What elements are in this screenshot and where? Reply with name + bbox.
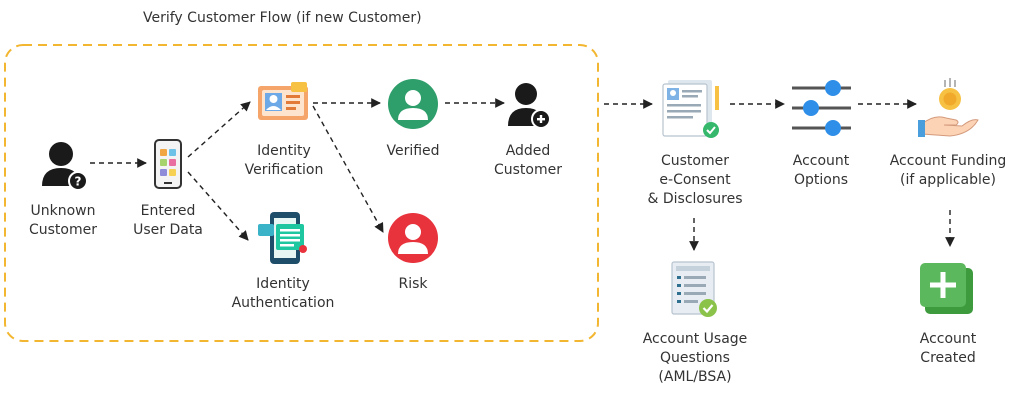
plus-square-icon bbox=[920, 263, 973, 314]
document-check-icon bbox=[662, 80, 719, 138]
label-line: Authentication bbox=[231, 295, 335, 311]
label-line: Added bbox=[505, 143, 551, 159]
node-label-account-created: Account Created bbox=[920, 330, 977, 368]
node-label-risk: Risk bbox=[398, 275, 427, 294]
node-label-account-usage: Account Usage Questions (AML/BSA) bbox=[643, 330, 748, 387]
phone-apps-icon bbox=[154, 139, 182, 189]
label-line: Identity bbox=[257, 143, 311, 159]
group-title: Verify Customer Flow (if new Customer) bbox=[143, 10, 422, 26]
sliders-icon bbox=[792, 80, 851, 136]
id-card-icon bbox=[258, 82, 308, 120]
label-line: Customer bbox=[28, 222, 98, 238]
label-line: Account Usage bbox=[642, 331, 748, 347]
node-label-account-funding: Account Funding (if applicable) bbox=[890, 152, 1007, 190]
node-label-account-options: Account Options bbox=[793, 152, 850, 190]
user-red-icon bbox=[388, 213, 438, 263]
node-label-verified: Verified bbox=[386, 142, 439, 161]
user-plus-icon bbox=[508, 83, 551, 129]
node-label-customer-econsent: Customer e-Consent & Disclosures bbox=[647, 152, 742, 209]
label-line: e-Consent bbox=[659, 172, 731, 188]
label-line: Customer bbox=[660, 153, 730, 169]
node-label-identity-verification: Identity Verification bbox=[245, 142, 324, 180]
node-label-identity-authentication: Identity Authentication bbox=[232, 275, 335, 313]
label-line: (if applicable) bbox=[899, 172, 996, 188]
node-label-entered-user-data: Entered User Data bbox=[133, 202, 203, 240]
node-label-unknown-customer: Unknown Customer bbox=[29, 202, 97, 240]
label-line: User Data bbox=[133, 222, 203, 238]
label-line: Customer bbox=[493, 162, 563, 178]
label-line: (AML/BSA) bbox=[658, 369, 732, 385]
user-question-icon: ? bbox=[42, 142, 88, 191]
label-line: Entered bbox=[140, 203, 196, 219]
checklist-icon bbox=[671, 261, 717, 317]
verify-flow-group-border bbox=[4, 44, 599, 342]
label-line: Created bbox=[920, 350, 976, 366]
label-line: Questions bbox=[660, 350, 730, 366]
label-line: Risk bbox=[398, 276, 428, 292]
label-line: Account bbox=[792, 153, 850, 169]
svg-text:?: ? bbox=[75, 175, 82, 189]
label-line: Verification bbox=[244, 162, 324, 178]
edge-verification-to-risk bbox=[312, 105, 384, 233]
edge-entered-to-verification bbox=[187, 101, 251, 158]
phone-chat-icon bbox=[258, 212, 307, 264]
label-line: Options bbox=[793, 172, 849, 188]
user-green-icon bbox=[388, 79, 438, 129]
label-line: Account Funding bbox=[889, 153, 1007, 169]
label-line: Account bbox=[919, 331, 977, 347]
label-line: Verified bbox=[386, 143, 440, 159]
hand-coin-icon bbox=[918, 78, 979, 137]
label-line: Identity bbox=[256, 276, 310, 292]
label-line: & Disclosures bbox=[647, 191, 743, 207]
node-label-added-customer: Added Customer bbox=[494, 142, 562, 180]
edge-entered-to-authentication bbox=[187, 171, 249, 241]
label-line: Unknown bbox=[30, 203, 96, 219]
